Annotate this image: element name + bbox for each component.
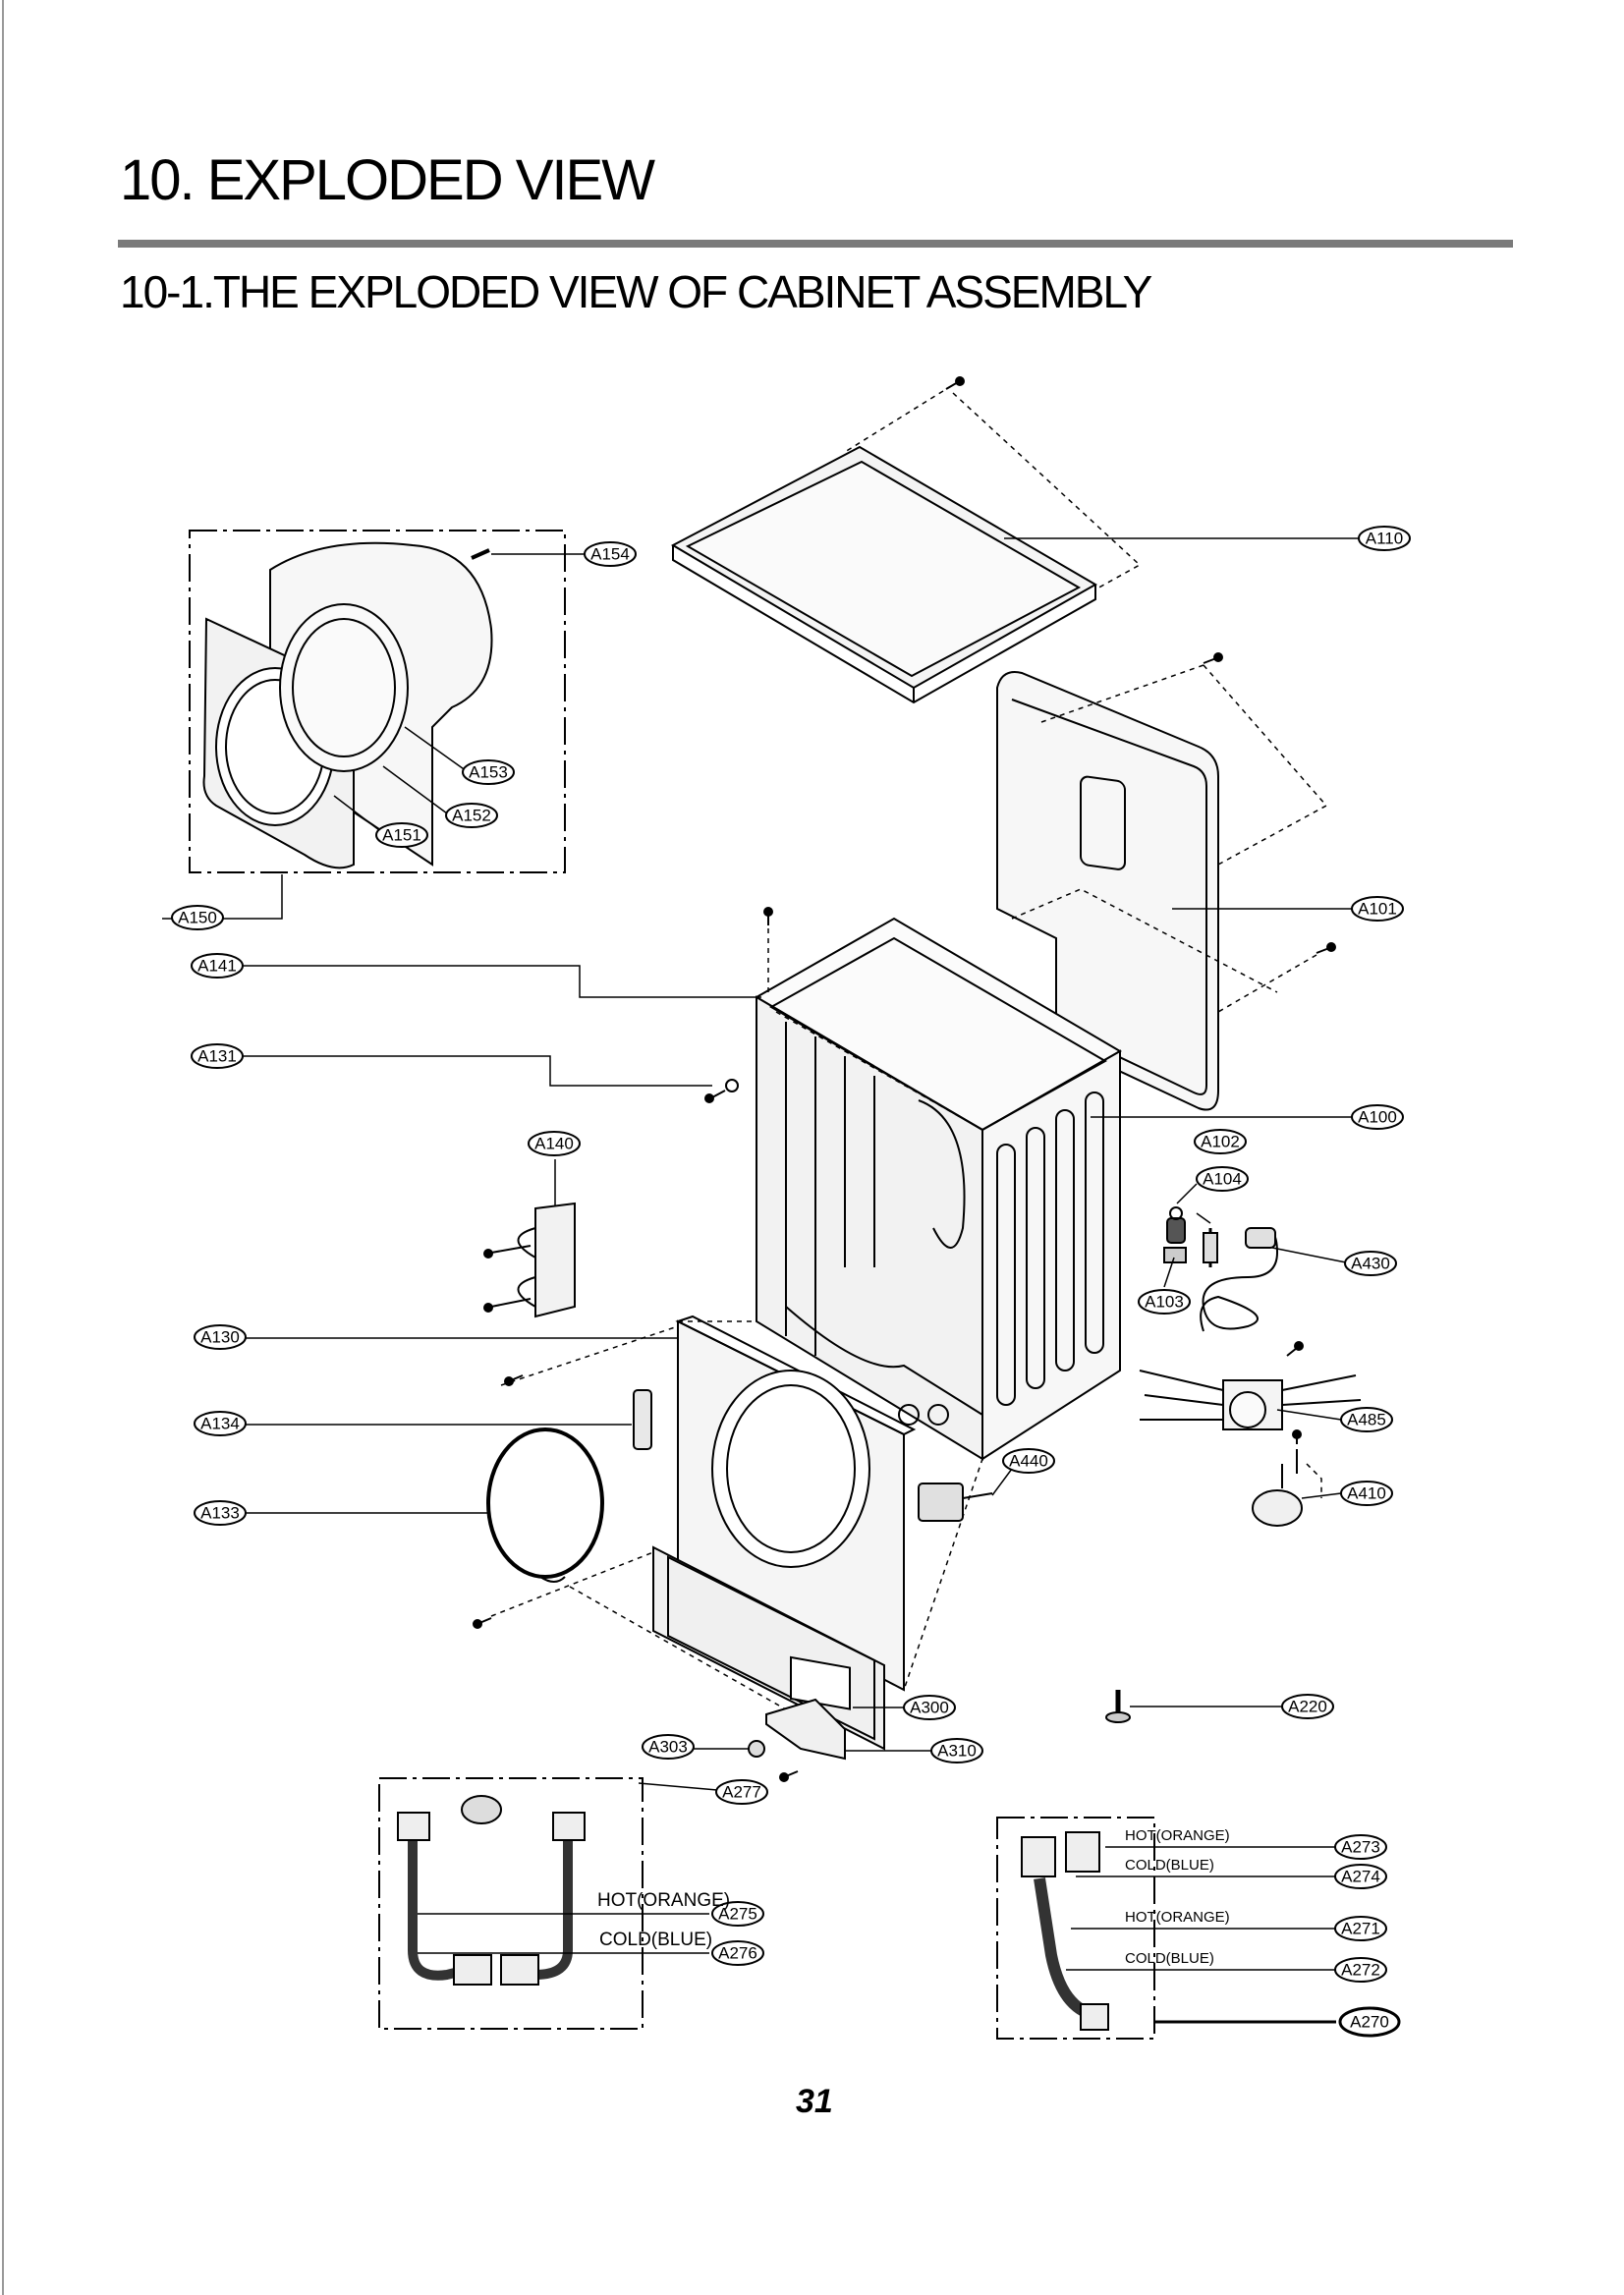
label-a275: A275 [718,1905,757,1924]
label-a270: A270 [1350,2013,1389,2032]
control-panel-screw [473,1617,492,1629]
top-plate [670,445,1098,704]
label-a110: A110 [1366,530,1403,548]
inlet-hose-box-left [378,1777,644,2030]
label-a151: A151 [382,826,421,845]
label-a131: A131 [197,1047,237,1066]
door-lock-switch [918,1483,993,1522]
label-a141: A141 [197,957,237,976]
right-hose-cold-label-2: COLD(BLUE) [1125,1950,1214,1967]
label-a300: A300 [910,1699,949,1717]
label-a303: A303 [648,1738,688,1757]
label-a272: A272 [1341,1961,1380,1980]
left-hose-hot-label: HOT(ORANGE) [597,1890,730,1911]
label-a102: A102 [1201,1133,1240,1151]
door-latch [633,1389,652,1450]
door-assembly [202,541,493,869]
control-knob [748,1740,765,1758]
hose-color-labels: HOT(ORANGE) COLD(BLUE) HOT(ORANGE) COLD(… [597,1827,1230,1967]
label-a485: A485 [1347,1411,1386,1429]
power-cord [1200,1227,1279,1332]
label-a274: A274 [1341,1868,1380,1886]
label-a150: A150 [178,909,217,927]
gasket-ring [486,1427,604,1583]
door-hinge [483,1202,576,1318]
label-a277: A277 [722,1783,761,1802]
label-a153: A153 [469,763,508,782]
label-a101: A101 [1358,900,1397,919]
inlet-hose-left [397,1795,586,1986]
door-assembly-box [189,530,566,873]
right-hose-hot-label-1: HOT(ORANGE) [1125,1827,1230,1844]
rear-panel [996,671,1219,1111]
section-subtitle: 10-1.THE EXPLODED VIEW OF CABINET ASSEMB… [120,266,1152,317]
label-a440: A440 [1009,1452,1048,1471]
heater-harness [1139,1341,1362,1430]
page-number: 31 [796,2083,833,2120]
noise-filter [1166,1206,1186,1244]
label-a140: A140 [534,1135,574,1153]
label-a103: A103 [1145,1293,1184,1312]
title-divider [118,240,1513,248]
rear-screw-bottom [1316,942,1336,954]
thermistor-pump [1252,1429,1303,1527]
label-a104: A104 [1203,1170,1242,1189]
part-callouts [171,526,1411,2038]
door-hinge-pin [471,548,490,560]
bracket-screw [704,1079,739,1103]
leader-lines [221,537,1361,2024]
right-hose-cold-label-1: COLD(BLUE) [1125,1857,1214,1874]
cabinet-body [755,917,1122,1461]
label-a152: A152 [452,807,491,825]
cabinet-top-screw [763,907,773,925]
label-a271: A271 [1341,1920,1380,1938]
pressure-switch [1203,1228,1218,1267]
label-a310: A310 [937,1742,977,1761]
clamp [1163,1247,1187,1263]
leveling-foot [1105,1690,1131,1723]
label-a276: A276 [718,1944,757,1963]
label-a100: A100 [1358,1108,1397,1127]
label-a410: A410 [1347,1484,1386,1503]
front-panel-screw [504,1374,524,1386]
label-a134: A134 [200,1415,240,1433]
label-a154: A154 [590,545,630,564]
top-screw [945,376,965,390]
label-a220: A220 [1288,1698,1327,1716]
label-a273: A273 [1341,1838,1380,1857]
label-a130: A130 [200,1328,240,1347]
label-a430: A430 [1351,1255,1390,1273]
label-a133: A133 [200,1504,240,1523]
detergent-drawer [765,1698,846,1761]
inlet-hose-right [1021,1831,1109,2031]
left-hose-cold-label: COLD(BLUE) [599,1930,712,1950]
rear-screw-top [1203,652,1223,664]
control-panel [652,1545,885,1751]
page-title: 10. EXPLODED VIEW [120,148,655,212]
part-labels: A110 A154 A153 A152 A151 A150 A141 A131 … [178,530,1403,2032]
page-edge [2,0,4,2295]
drawer-screw [779,1770,799,1782]
right-hose-hot-label-2: HOT(ORANGE) [1125,1909,1230,1926]
